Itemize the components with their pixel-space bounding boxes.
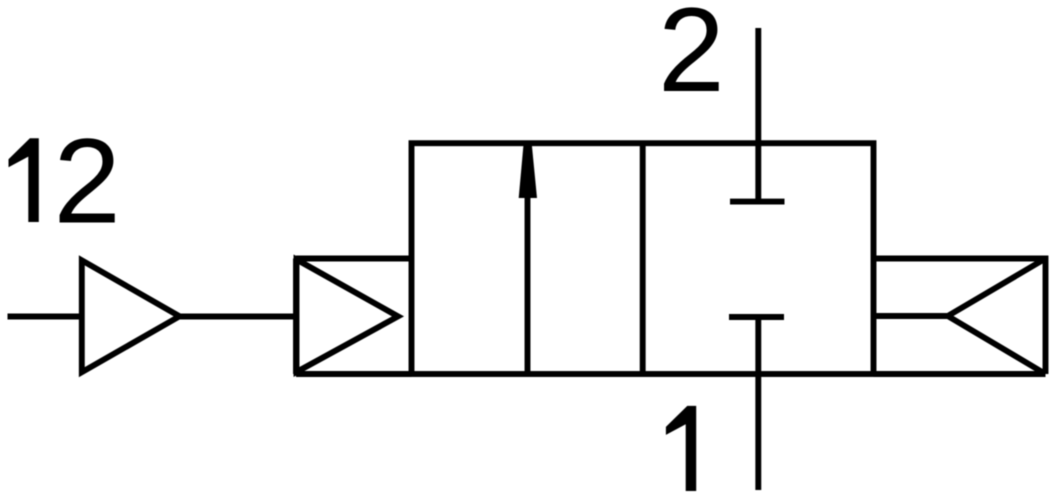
svg-text:2: 2 [54, 112, 121, 248]
svg-text:2: 2 [658, 0, 725, 117]
